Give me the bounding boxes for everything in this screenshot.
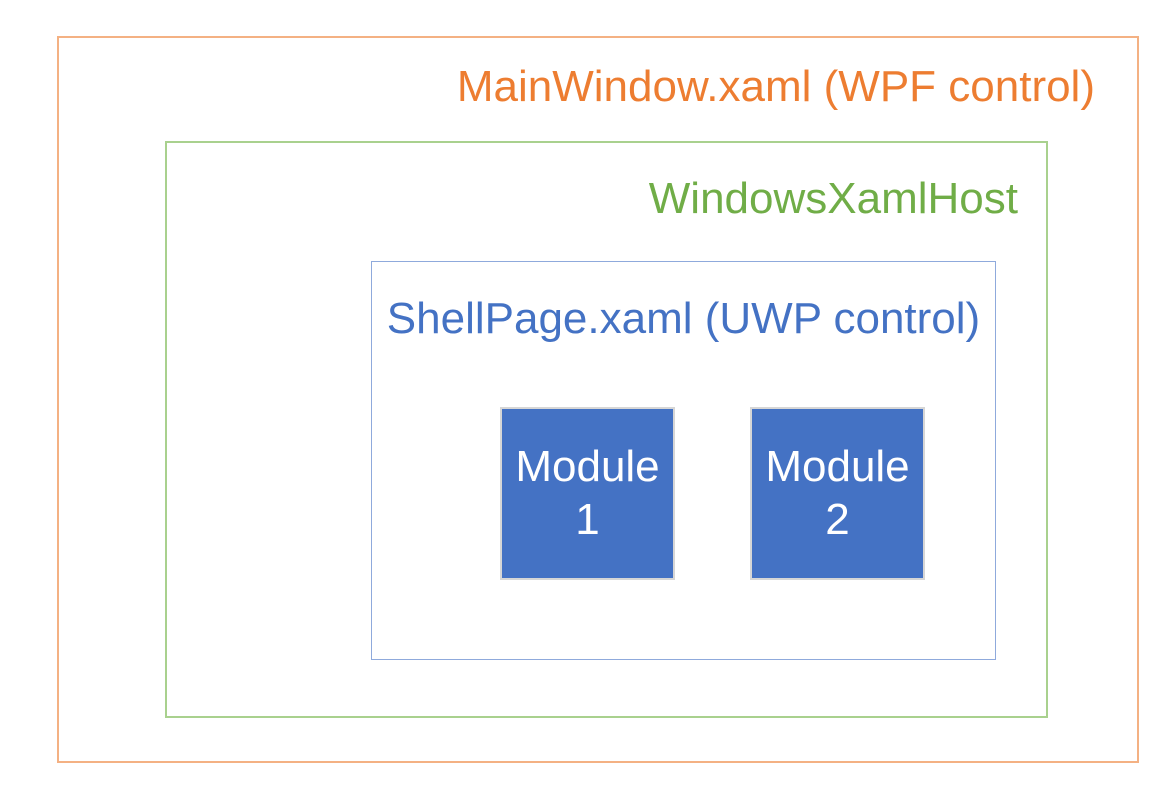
mainwindow-label: MainWindow.xaml (WPF control) [456, 62, 1095, 111]
module-1-number-label: 1 [575, 494, 600, 544]
mainwindow-box: MainWindow.xaml (WPF control) WindowsXam… [57, 36, 1139, 763]
shellpage-label: ShellPage.xaml (UWP control) [386, 294, 981, 343]
module-2-number-label: 2 [825, 494, 850, 544]
module-2-box: Module 2 [750, 407, 925, 580]
module-1-name-label: Module [515, 441, 660, 491]
windowsxamlhost-box: WindowsXamlHost ShellPage.xaml (UWP cont… [165, 141, 1048, 718]
shellpage-box: ShellPage.xaml (UWP control) Module 1 Mo… [371, 261, 996, 660]
module-2-name-label: Module [765, 441, 910, 491]
module-1-box: Module 1 [500, 407, 675, 580]
windowsxamlhost-label: WindowsXamlHost [648, 174, 1018, 223]
